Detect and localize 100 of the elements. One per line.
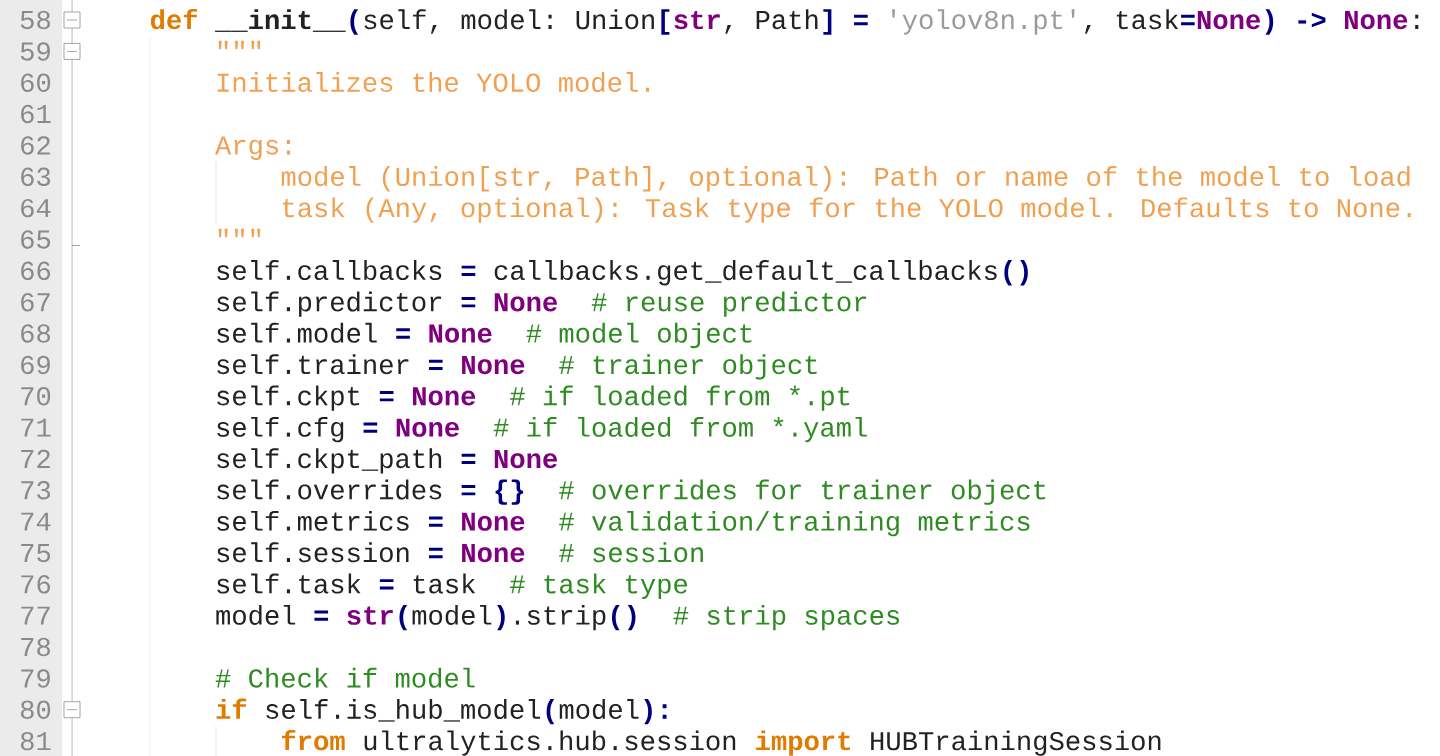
operator: () bbox=[611, 604, 636, 631]
line-number: 81 bbox=[20, 731, 51, 751]
operator: = bbox=[461, 265, 476, 276]
operator: ( bbox=[546, 699, 555, 725]
line-number: 74 bbox=[21, 512, 51, 531]
code-text: model bbox=[216, 604, 296, 625]
line-number: 62 bbox=[21, 136, 50, 155]
comment: # overrides for trainer object bbox=[559, 479, 1046, 505]
operator: {} bbox=[495, 479, 524, 505]
code-text: callbacks.get_default_callbacks bbox=[494, 260, 997, 286]
line-number: 64 bbox=[21, 198, 51, 218]
line-number: 78 bbox=[21, 637, 50, 657]
operator: ) bbox=[497, 604, 505, 631]
code-text: , bbox=[1085, 25, 1091, 34]
operator: ] bbox=[823, 9, 832, 35]
comment: # if loaded from *.pt bbox=[510, 385, 850, 411]
comment: # strip spaces bbox=[673, 604, 900, 631]
keyword: None bbox=[413, 387, 476, 406]
operator: = bbox=[396, 328, 410, 339]
operator: = bbox=[379, 391, 394, 402]
operator: = bbox=[314, 610, 329, 621]
comment: # reuse predictor bbox=[591, 291, 867, 317]
operator: [ bbox=[661, 9, 670, 35]
code-text: task bbox=[413, 573, 476, 594]
docstring: model (Union[str, Path], optional): Path or name of the model to load bbox=[281, 166, 1410, 192]
line-number: 77 bbox=[21, 606, 50, 625]
keyword: if bbox=[216, 698, 247, 719]
operator: = bbox=[461, 485, 476, 496]
operator: ) bbox=[1265, 9, 1274, 35]
code-text: self.metrics bbox=[217, 510, 409, 531]
keyword: import bbox=[756, 730, 850, 756]
line-number: 75 bbox=[21, 544, 51, 563]
keyword: None bbox=[429, 324, 492, 343]
comment: # if loaded from *.yaml bbox=[493, 416, 867, 443]
code-text: Union bbox=[576, 9, 654, 30]
comment: # trainer object bbox=[559, 354, 817, 380]
string-literal: 'yolov8n.pt' bbox=[892, 9, 1075, 35]
line-number: 61 bbox=[21, 104, 51, 124]
code-text: model bbox=[412, 604, 492, 625]
operator: = bbox=[379, 579, 394, 590]
keyword: from bbox=[281, 730, 345, 751]
keyword: None bbox=[462, 356, 525, 375]
code-text: self.callbacks bbox=[217, 260, 442, 281]
line-number: 69 bbox=[21, 355, 50, 375]
code-text: model bbox=[559, 699, 639, 720]
keyword: None bbox=[494, 450, 557, 469]
code-text: self.task bbox=[217, 573, 361, 594]
comment: # validation/training metrics bbox=[559, 510, 1030, 537]
line-number: 76 bbox=[21, 575, 51, 594]
code-text: HUBTrainingSession bbox=[871, 730, 1161, 756]
code-text: self.overrides bbox=[217, 479, 442, 500]
comment: # Check if model bbox=[215, 667, 475, 688]
operator: -> bbox=[1298, 12, 1326, 28]
line-number: 79 bbox=[21, 669, 50, 688]
keyword: None bbox=[396, 418, 459, 437]
line-number: 71 bbox=[21, 418, 51, 437]
operator: = bbox=[1181, 14, 1195, 26]
code-text: self.model bbox=[217, 322, 377, 343]
line-number: 65 bbox=[21, 230, 51, 249]
keyword: None bbox=[1197, 11, 1260, 30]
docstring: Initializes the YOLO model. bbox=[217, 72, 650, 93]
line-number: 66 bbox=[21, 261, 51, 281]
line-number: 59 bbox=[20, 42, 50, 61]
operator: = bbox=[461, 453, 476, 465]
comment: # model object bbox=[526, 322, 752, 349]
code-text: self.trainer bbox=[217, 354, 409, 375]
operator: ( bbox=[399, 604, 408, 631]
docstring: Args: bbox=[215, 136, 290, 161]
code-text: .strip bbox=[515, 604, 606, 631]
keyword: None bbox=[1345, 11, 1408, 30]
operator: = bbox=[428, 516, 443, 527]
code-text: self.predictor bbox=[217, 291, 442, 317]
operator: ( bbox=[350, 9, 359, 35]
code-text: self.ckpt bbox=[217, 385, 360, 411]
keyword: str bbox=[347, 606, 393, 625]
line-number: 73 bbox=[21, 481, 51, 500]
line-number: 58 bbox=[20, 10, 50, 30]
keyword: None bbox=[462, 544, 525, 563]
line-number: 67 bbox=[21, 293, 50, 312]
code-text: self.ckpt_path bbox=[217, 448, 442, 474]
operator: () bbox=[1004, 260, 1028, 286]
code-text: __init__ bbox=[214, 9, 346, 32]
code-text: self.cfg bbox=[217, 416, 344, 443]
comment: # session bbox=[559, 542, 703, 563]
keyword: str bbox=[674, 10, 720, 30]
line-number: 70 bbox=[21, 387, 51, 406]
code-text: , Path bbox=[725, 9, 818, 34]
operator: = bbox=[428, 547, 443, 559]
keyword: None bbox=[494, 293, 557, 312]
operator: = bbox=[854, 14, 868, 26]
code-text: self, bbox=[364, 9, 437, 34]
keyword: None bbox=[462, 512, 525, 531]
operator: ): bbox=[644, 699, 667, 725]
keyword: def bbox=[150, 8, 198, 30]
code-text: : bbox=[1415, 14, 1419, 29]
code-text: ultralytics.hub.session bbox=[364, 730, 736, 756]
docstring: task (Any, optional): Task type for the YOLO model. Defaults to None. bbox=[282, 197, 1411, 223]
line-number: 63 bbox=[21, 167, 51, 187]
docstring: """ bbox=[218, 228, 261, 238]
code-text: self.session bbox=[217, 542, 409, 563]
